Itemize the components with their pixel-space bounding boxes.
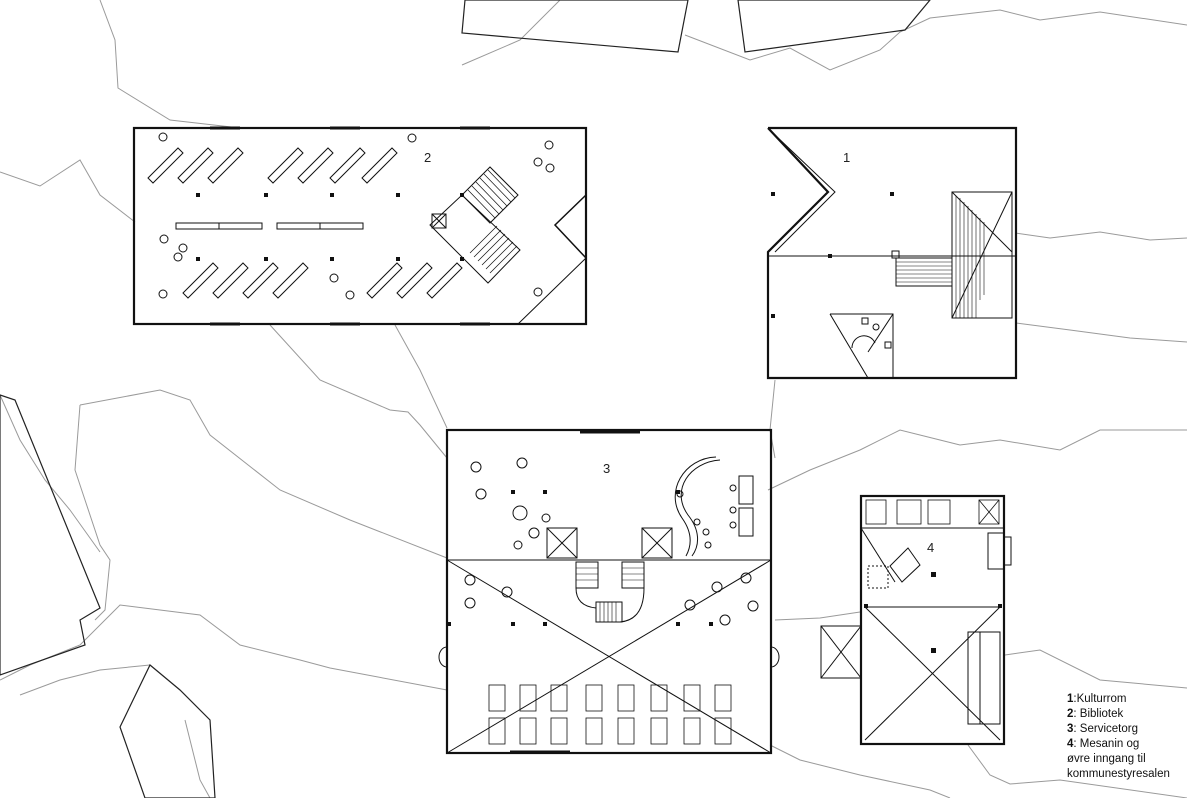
legend-item-4: 4: Mesanin og	[1067, 737, 1170, 752]
plan-servicetorg	[438, 428, 780, 755]
legend-key: 3	[1067, 723, 1074, 735]
plan-bibliotek	[132, 126, 588, 326]
legend-text: Servicetorg	[1079, 723, 1138, 735]
plan-mesanin	[820, 494, 1012, 746]
legend-continuation-line: kommunestyresalen	[1067, 768, 1170, 780]
legend-item-3: 3: Servicetorg	[1067, 722, 1170, 737]
legend-item-2: 2: Bibliotek	[1067, 707, 1170, 722]
legend-key: 4	[1067, 738, 1074, 750]
plan-number-1: 1	[843, 150, 850, 165]
legend-separator: :	[1073, 693, 1077, 705]
legend-text: Bibliotek	[1079, 708, 1124, 720]
legend-continuation-line: øvre inngang til	[1067, 753, 1146, 765]
plan-number-3: 3	[603, 461, 610, 476]
plan-number-4: 4	[927, 540, 934, 555]
plan-legend: 1:Kulturrom 2: Bibliotek 3: Servicetorg …	[1067, 692, 1170, 782]
neighbour-buildings	[0, 0, 931, 798]
legend-separator: :	[1073, 723, 1080, 735]
legend-separator: :	[1073, 708, 1080, 720]
legend-text: Kulturrom	[1076, 693, 1127, 705]
legend-item-1: 1:Kulturrom	[1067, 692, 1170, 707]
legend-separator: :	[1073, 738, 1080, 750]
plan-kulturrom	[766, 126, 1018, 380]
plan-number-2: 2	[424, 150, 431, 165]
legend-key: 1	[1067, 693, 1074, 705]
legend-text: Mesanin og	[1079, 738, 1140, 750]
legend-key: 2	[1067, 708, 1074, 720]
